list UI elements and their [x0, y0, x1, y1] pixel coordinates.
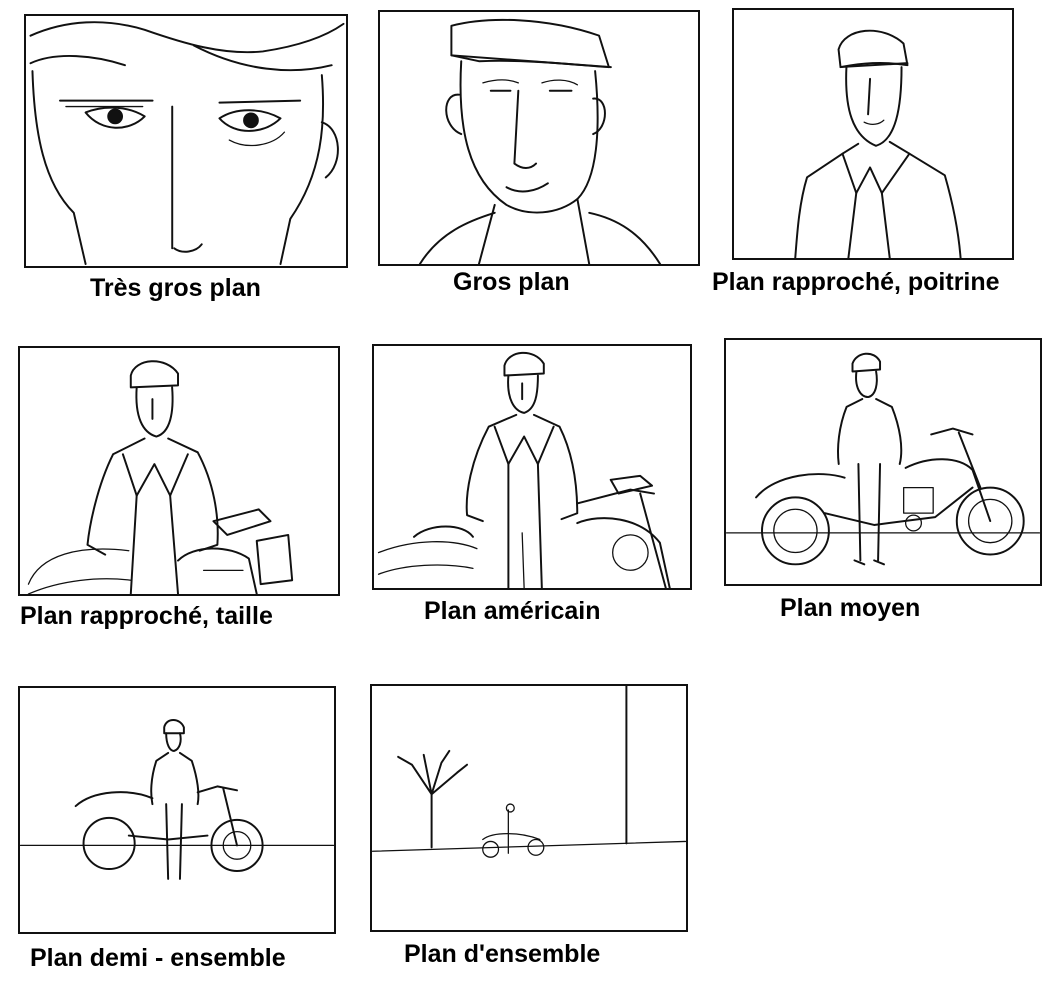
panel-plan-rapproche-taille [18, 346, 340, 596]
panel-plan-d-ensemble [370, 684, 688, 932]
illustration-american-shot [377, 351, 671, 588]
caption-plan-d-ensemble: Plan d'ensemble [404, 940, 601, 968]
panel-plan-rapproche-poitrine [732, 8, 1014, 260]
caption-plan-rapproche-poitrine: Plan rapproché, poitrine [712, 268, 1000, 296]
illustration-full-shot [726, 352, 1040, 566]
panel-plan-moyen [724, 338, 1042, 586]
illustration-medium-close-up [794, 29, 962, 258]
panel-plan-demi-ensemble [18, 686, 336, 934]
illustration-long-shot [372, 686, 686, 858]
panel-plan-americain [372, 344, 692, 590]
illustration-waist-shot [27, 360, 294, 594]
caption-plan-demi-ensemble: Plan demi - ensemble [30, 944, 286, 972]
illustration-extreme-close-up [29, 21, 345, 266]
panel-tres-gros-plan [24, 14, 348, 268]
caption-tres-gros-plan: Très gros plan [90, 274, 261, 302]
caption-plan-moyen: Plan moyen [780, 594, 921, 622]
illustration-close-up [418, 18, 662, 264]
caption-plan-americain: Plan américain [424, 597, 601, 625]
caption-gros-plan: Gros plan [453, 268, 570, 296]
caption-plan-rapproche-taille: Plan rapproché, taille [20, 602, 273, 630]
illustration-medium-long-shot [20, 719, 334, 880]
panel-gros-plan [378, 10, 700, 266]
